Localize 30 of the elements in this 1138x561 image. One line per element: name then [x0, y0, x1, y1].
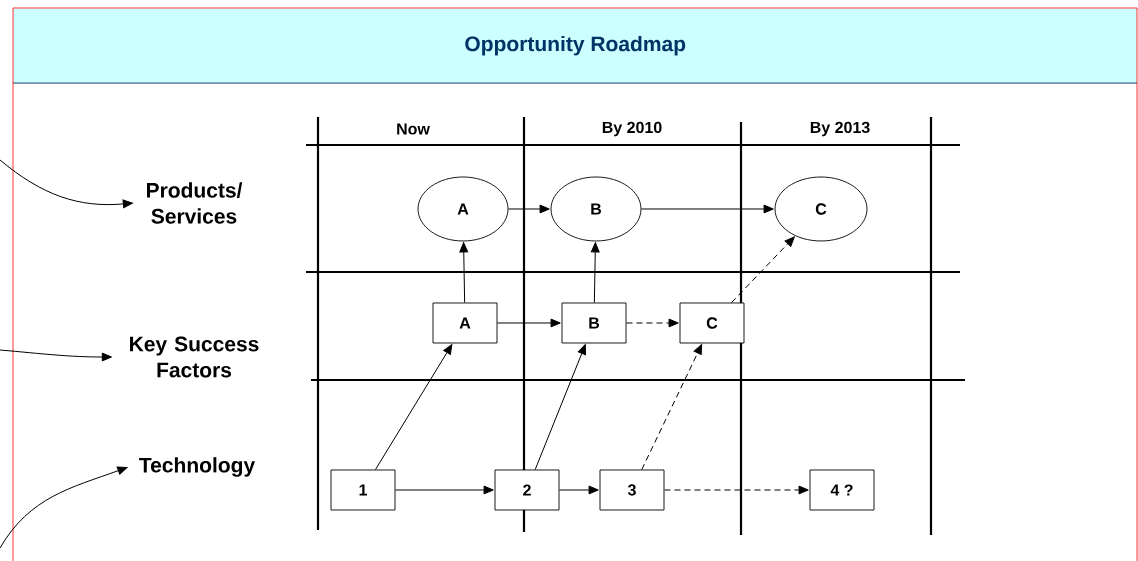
- column-header: Now: [397, 123, 430, 135]
- arrow: [507, 204, 550, 214]
- arrow: [394, 485, 494, 495]
- arrow: [625, 318, 679, 328]
- arrow: [558, 485, 599, 495]
- arrow: [663, 485, 809, 495]
- arrow: [0, 349, 112, 362]
- step-box: 4 ?: [809, 469, 875, 511]
- row-label: Products/ Services: [147, 182, 243, 224]
- step-box: 2: [494, 469, 560, 511]
- arrow: [496, 318, 561, 328]
- arrow: [590, 242, 600, 304]
- row-label: Key Success Factors: [130, 336, 259, 378]
- arrow: [640, 204, 774, 214]
- arrow: [375, 344, 453, 471]
- column-header: By 2013: [810, 121, 870, 137]
- column-header: By 2010: [602, 121, 662, 137]
- arrow: [0, 159, 133, 209]
- factor-box: B: [561, 302, 627, 344]
- arrow: [0, 466, 128, 549]
- arrow: [731, 236, 795, 304]
- factor-box: A: [432, 302, 498, 344]
- title-band: Opportunity Roadmap: [13, 8, 1138, 84]
- arrow: [459, 242, 469, 304]
- step-box: 3: [599, 469, 665, 511]
- arrow: [534, 344, 586, 471]
- row-label: Technology: [139, 457, 256, 477]
- step-box: 1: [330, 469, 396, 511]
- factor-box: C: [679, 302, 745, 344]
- arrow: [641, 344, 703, 471]
